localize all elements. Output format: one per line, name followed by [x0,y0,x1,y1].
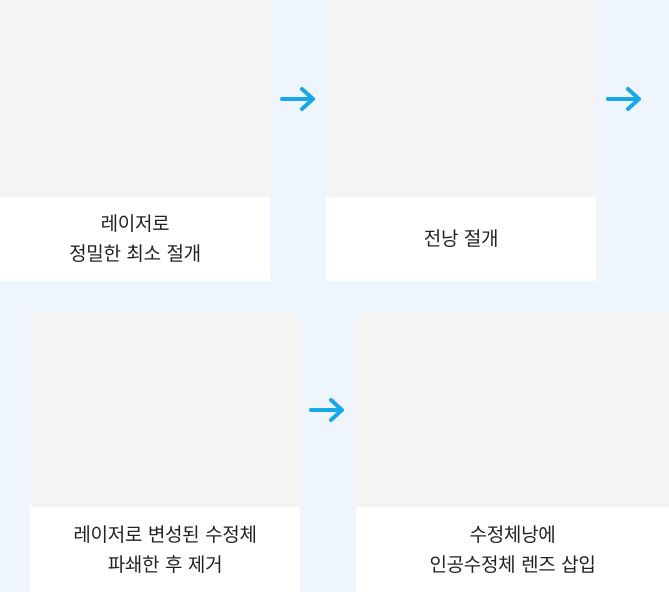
step-caption-line: 레이저로 [100,213,170,235]
step-caption-line: 파쇄한 후 제거 [107,553,223,576]
step-caption-line: 인공수정체 렌즈 삽입 [429,553,596,576]
step-card-1: 레이저로 정밀한 최소 절개 [0,0,270,281]
step-image-4 [356,312,669,507]
step-card-2: 전낭 절개 [326,0,596,281]
step-caption-1: 레이저로 정밀한 최소 절개 [0,197,270,281]
arrow-right-icon [606,87,641,111]
step-caption-3: 레이저로 변성된 수정체 파쇄한 후 제거 [30,507,300,592]
step-caption-line: 전낭 절개 [423,228,499,250]
step-card-4: 수정체낭에 인공수정체 렌즈 삽입 [356,312,669,592]
step-card-3: 레이저로 변성된 수정체 파쇄한 후 제거 [30,312,300,592]
step-image-3 [30,312,300,507]
step-caption-line: 레이저로 변성된 수정체 [73,523,257,546]
step-caption-line: 정밀한 최소 절개 [69,243,201,265]
arrow-right-icon [280,87,315,111]
step-caption-2: 전낭 절개 [326,197,596,281]
step-image-2 [326,0,596,197]
step-image-1 [0,0,270,197]
step-caption-4: 수정체낭에 인공수정체 렌즈 삽입 [356,507,669,592]
step-caption-line: 수정체낭에 [469,523,556,546]
arrow-right-icon [309,398,344,422]
